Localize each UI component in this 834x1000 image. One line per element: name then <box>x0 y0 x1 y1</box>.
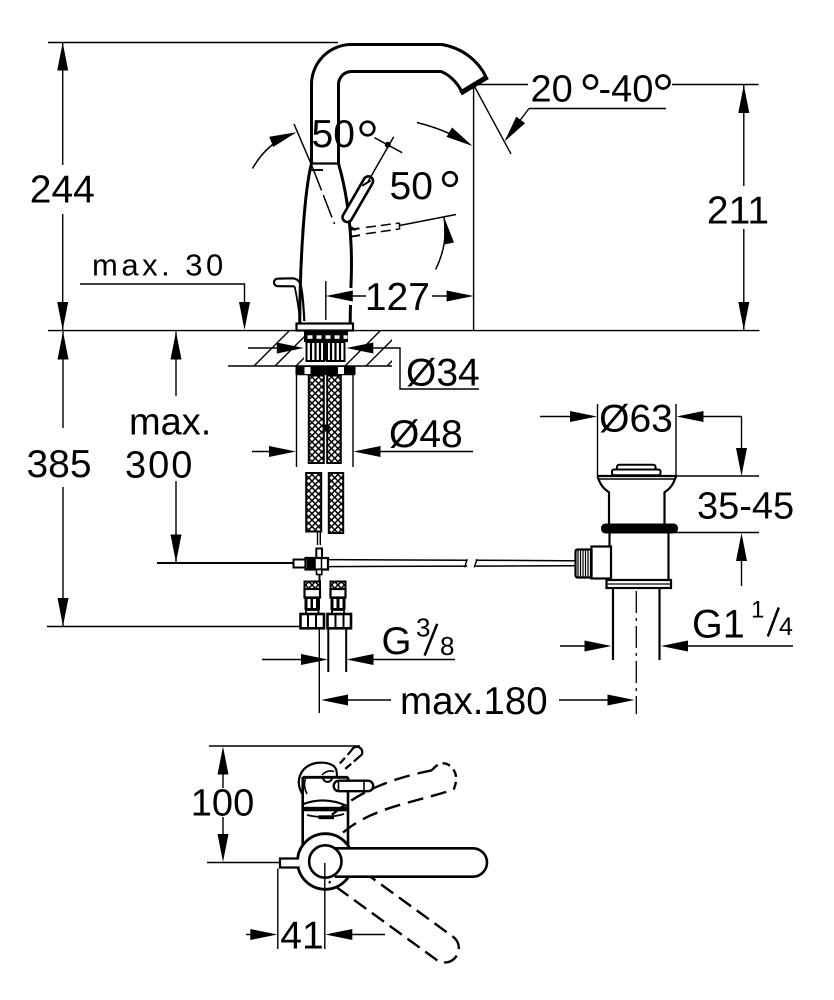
svg-text:-40: -40 <box>599 69 654 111</box>
svg-text:Ø34: Ø34 <box>406 352 480 395</box>
svg-text:50: 50 <box>390 165 433 208</box>
svg-text:127: 127 <box>365 276 430 319</box>
svg-text:max.: max. <box>129 402 211 444</box>
svg-text:41: 41 <box>280 915 323 958</box>
svg-text:Ø63: Ø63 <box>599 398 673 441</box>
svg-text:385: 385 <box>26 443 91 486</box>
svg-text:max.180: max.180 <box>400 680 548 723</box>
svg-text:35-45: 35-45 <box>697 486 794 528</box>
svg-text:211: 211 <box>707 190 769 233</box>
svg-text:1: 1 <box>751 597 764 624</box>
svg-text:300: 300 <box>125 445 194 487</box>
svg-text:max. 30: max. 30 <box>92 248 227 283</box>
svg-text:4: 4 <box>779 613 793 641</box>
svg-text:G: G <box>382 620 412 663</box>
svg-text:3: 3 <box>416 613 430 643</box>
svg-text:100: 100 <box>191 783 254 825</box>
svg-text:50: 50 <box>312 113 355 156</box>
svg-text:8: 8 <box>440 631 454 661</box>
svg-text:244: 244 <box>30 169 95 212</box>
svg-text:G1: G1 <box>692 603 745 647</box>
svg-text:20: 20 <box>531 69 573 111</box>
svg-text:Ø48: Ø48 <box>389 413 463 456</box>
